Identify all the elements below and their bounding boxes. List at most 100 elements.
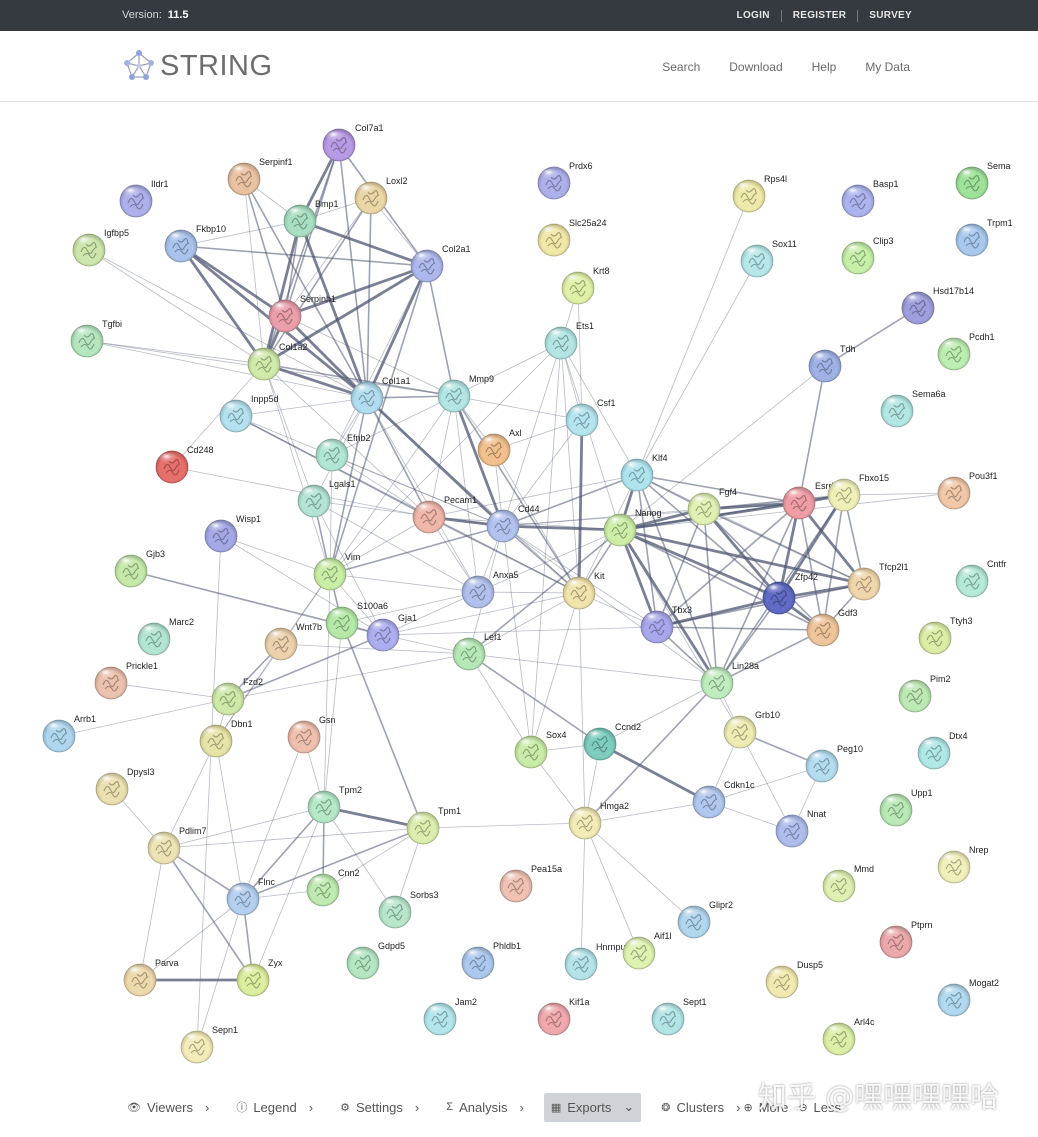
edge-col1a1-kit[interactable] bbox=[366, 397, 580, 594]
node-peg10[interactable]: Peg10 bbox=[805, 744, 863, 783]
edge-ets1-sox4[interactable] bbox=[530, 342, 562, 753]
edge-pdlim7-zyx[interactable] bbox=[163, 847, 254, 981]
edge-peg10-cdkn1c[interactable] bbox=[708, 765, 823, 803]
node-parva[interactable]: Parva bbox=[123, 958, 179, 997]
node-serpinf1[interactable]: Serpinf1 bbox=[227, 157, 293, 196]
node-axl[interactable]: Axl bbox=[477, 428, 522, 467]
node-arrb1[interactable]: Arrb1 bbox=[42, 714, 96, 753]
network-graph[interactable]: Col7a1Serpinf1Loxl2Ildr1Bmp1Fkbp10Igfbp5… bbox=[0, 102, 1038, 1092]
edge-serpinf1-serpinh1[interactable] bbox=[243, 178, 286, 317]
edge-lin28a-gdf3[interactable] bbox=[716, 629, 824, 684]
nav-search[interactable]: Search bbox=[662, 60, 701, 74]
edge-prickle1-fzd2[interactable] bbox=[110, 682, 229, 700]
edge-rps4l-klf4[interactable] bbox=[636, 195, 750, 476]
node-fzd2[interactable]: Fzd2 bbox=[211, 677, 263, 716]
node-efnb2[interactable]: Efnb2 bbox=[315, 433, 371, 472]
edge-col1a2-col1a1[interactable] bbox=[263, 362, 368, 400]
node-loxl2[interactable]: Loxl2 bbox=[354, 176, 408, 215]
edge-lef1-fzd2[interactable] bbox=[227, 653, 470, 700]
edge-kit-ets1[interactable] bbox=[560, 342, 580, 594]
edge-nanog-zfp42[interactable] bbox=[619, 528, 780, 600]
node-flnc[interactable]: Flnc bbox=[226, 877, 276, 916]
edge-cd44-csf1[interactable] bbox=[502, 419, 583, 527]
edge-anxa5-kit[interactable] bbox=[477, 591, 580, 594]
edge-tpm2-sorbs3[interactable] bbox=[323, 806, 396, 913]
node-cd44[interactable]: Cd44 bbox=[486, 504, 540, 543]
edge-kit-sox4[interactable] bbox=[530, 592, 580, 753]
edge-fgf4-fbxo15[interactable] bbox=[703, 494, 845, 510]
node-ccnd2[interactable]: Ccnd2 bbox=[583, 722, 641, 761]
edge-mmp9-cd44[interactable] bbox=[452, 395, 505, 527]
node-lin28a[interactable]: Lin28a bbox=[700, 661, 759, 700]
more-button[interactable]: ⊕More bbox=[740, 1093, 791, 1122]
node-dtx4[interactable]: Dtx4 bbox=[917, 731, 968, 770]
node-fbxo15[interactable]: Fbxo15 bbox=[827, 473, 889, 512]
edge-col2a1-serpinh1[interactable] bbox=[284, 264, 428, 318]
edge-col1a1-cd44[interactable] bbox=[366, 396, 504, 528]
edge-lgals1-gja1[interactable] bbox=[313, 500, 384, 636]
edge-serpinh1-mmp9[interactable] bbox=[284, 315, 455, 397]
edge-kit-hmga2[interactable] bbox=[578, 592, 586, 824]
edge-pdlim7-tpm2[interactable] bbox=[163, 806, 325, 849]
nav-my-data[interactable]: My Data bbox=[865, 60, 910, 74]
edge-bmp1-col1a2[interactable] bbox=[262, 220, 302, 365]
node-anxa5[interactable]: Anxa5 bbox=[461, 570, 519, 609]
node-pim2[interactable]: Pim2 bbox=[898, 674, 951, 713]
node-zfp42[interactable]: Zfp42 bbox=[762, 572, 818, 615]
edge-esrrb-gdf3[interactable] bbox=[798, 502, 824, 631]
edge-hmga2-aif1l[interactable] bbox=[584, 822, 640, 954]
edge-anxa5-s100a6[interactable] bbox=[341, 591, 479, 624]
edge-tbx3-gdf3[interactable] bbox=[656, 626, 824, 631]
node-kif1a[interactable]: Kif1a bbox=[537, 997, 590, 1036]
edge-tdh-esrrb[interactable] bbox=[798, 365, 826, 504]
edge-nanog-tfcp2l1[interactable] bbox=[619, 528, 865, 586]
node-ildr1[interactable]: Ildr1 bbox=[119, 179, 169, 218]
node-fgf4[interactable]: Fgf4 bbox=[687, 487, 737, 526]
edge-tpm2-tpm1[interactable] bbox=[323, 805, 424, 830]
node-gsn[interactable]: Gsn bbox=[287, 715, 336, 754]
node-s100a6[interactable]: S100a6 bbox=[325, 601, 388, 640]
nav-download[interactable]: Download bbox=[729, 60, 783, 74]
edge-bmp1-fkbp10[interactable] bbox=[180, 220, 301, 247]
clusters-button[interactable]: ❂Clusters› bbox=[654, 1093, 747, 1122]
edge-pecam1-vim[interactable] bbox=[329, 516, 430, 575]
node-wnt7b[interactable]: Wnt7b bbox=[264, 622, 322, 661]
edge-inpp5d-cd44[interactable] bbox=[235, 415, 504, 527]
edge-arrb1-fzd2[interactable] bbox=[58, 698, 229, 737]
edge-mmp9-efnb2[interactable] bbox=[331, 395, 455, 456]
node-prdx6[interactable]: Prdx6 bbox=[537, 161, 593, 200]
node-hsd17b14[interactable]: Hsd17b14 bbox=[901, 286, 974, 325]
node-nnat[interactable]: Nnat bbox=[775, 809, 827, 848]
edge-fbxo15-pou3f1[interactable] bbox=[843, 492, 955, 496]
edge-cd44-klf4[interactable] bbox=[502, 474, 638, 527]
edge-col1a2-lgals1[interactable] bbox=[263, 363, 315, 502]
edge-tgfbi-col1a2[interactable] bbox=[86, 340, 265, 365]
edge-lin28a-ccnd2[interactable] bbox=[599, 682, 718, 745]
edge-mmp9-anxa5[interactable] bbox=[453, 395, 479, 593]
node-esrrb[interactable]: Esrrb bbox=[782, 481, 837, 520]
nav-help[interactable]: Help bbox=[811, 60, 837, 74]
edge-tpm1-pdlim7[interactable] bbox=[163, 827, 424, 849]
login-link[interactable]: LOGIN bbox=[736, 10, 770, 21]
node-lgals1[interactable]: Lgals1 bbox=[297, 479, 356, 518]
edge-mmp9-pecam1[interactable] bbox=[428, 395, 455, 518]
node-glipr2[interactable]: Glipr2 bbox=[677, 900, 733, 939]
edge-flnc-parva[interactable] bbox=[139, 898, 244, 981]
edge-gja1-fzd2[interactable] bbox=[227, 634, 384, 700]
edge-cdkn1c-hmga2[interactable] bbox=[584, 801, 710, 824]
edge-bmp1-col1a1[interactable] bbox=[298, 220, 369, 399]
edge-tdh-nanog[interactable] bbox=[619, 365, 826, 531]
node-cntfr[interactable]: Cntfr bbox=[955, 559, 1007, 598]
edge-serpinf1-col1a1[interactable] bbox=[243, 178, 368, 399]
node-trpm1[interactable]: Trpm1 bbox=[955, 218, 1013, 257]
edge-efnb2-pecam1[interactable] bbox=[331, 454, 430, 518]
edge-klf4-tbx3[interactable] bbox=[636, 474, 658, 628]
edge-col1a1-inpp5d[interactable] bbox=[235, 397, 368, 417]
edge-loxl2-col1a2[interactable] bbox=[263, 197, 372, 365]
edge-glipr2-hmga2[interactable] bbox=[584, 822, 695, 923]
exports-button[interactable]: ▦Exports⌄ bbox=[543, 1092, 642, 1122]
node-pou3f1[interactable]: Pou3f1 bbox=[937, 471, 998, 510]
node-lef1[interactable]: Lef1 bbox=[452, 632, 502, 671]
edge-cd44-kit[interactable] bbox=[502, 525, 580, 594]
edge-fkbp10-col1a2[interactable] bbox=[179, 245, 266, 365]
